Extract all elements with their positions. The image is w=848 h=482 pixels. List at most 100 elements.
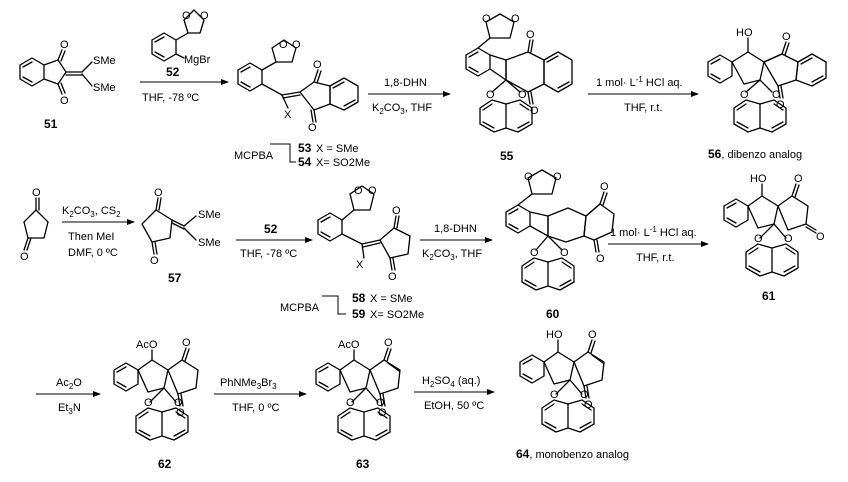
atom-o: O — [279, 39, 288, 51]
atom-o: O — [580, 389, 589, 401]
condition-text: THF, r.t. — [636, 252, 675, 264]
compound-number: 57 — [168, 271, 182, 285]
atom-o: O — [176, 407, 185, 419]
atom-o: O — [60, 39, 69, 51]
compound-64: HO O O O O — [519, 329, 605, 433]
compound-55: O O O O O O — [465, 13, 573, 133]
compound-number: 63 — [356, 457, 370, 471]
compound-56: HO O O O O — [707, 27, 827, 133]
atom-o: O — [313, 59, 322, 71]
atom-o: O — [32, 187, 41, 199]
compound-number: 61 — [762, 289, 776, 303]
atom-o: O — [60, 95, 69, 107]
substituent-label: X = SMe — [316, 143, 359, 155]
atom-o: O — [511, 13, 520, 25]
atom-o: O — [588, 329, 597, 341]
atom-sme: SMe — [93, 55, 116, 67]
reagent-mcpba: MCPBA — [234, 150, 274, 162]
condition-text: THF, r.t. — [624, 102, 663, 114]
atom-o: O — [182, 10, 191, 22]
compound-57: O O SMe SMe — [141, 187, 221, 267]
atom-o: O — [600, 181, 609, 193]
oxidation-arrow — [322, 295, 346, 315]
compound-61: HO O O O O — [723, 173, 825, 277]
atom-o: O — [292, 39, 301, 51]
atom-o: O — [784, 233, 793, 245]
atom-o: O — [596, 253, 605, 265]
atom-mgbr: MgBr — [184, 54, 211, 66]
atom-o: O — [526, 29, 535, 41]
atom-o: O — [308, 122, 317, 134]
atom-sme: SMe — [93, 82, 116, 94]
compound-number: 51 — [44, 117, 58, 131]
atom-o: O — [182, 337, 191, 349]
condition-text: EtOH, 50 ºC — [424, 400, 484, 412]
condition-text: Ac2O — [56, 377, 82, 391]
atom-o: O — [482, 13, 491, 25]
compound-number: 55 — [500, 149, 514, 163]
atom-o: O — [553, 171, 562, 183]
atom-o: O — [20, 251, 29, 263]
compound-51: O O SMe SMe 51 — [19, 39, 116, 131]
atom-o: O — [378, 407, 387, 419]
atom-o: O — [346, 397, 355, 409]
atom-o: O — [772, 89, 781, 101]
cyclopentanedione: O O — [20, 187, 49, 263]
condition-text: Then MeI — [68, 231, 114, 243]
compound-62: AcO O O O O — [113, 337, 199, 441]
compound-number: 54 — [298, 155, 312, 169]
compound-caption: 64, monobenzo analog — [516, 447, 629, 461]
atom-o: O — [794, 173, 803, 185]
compound-caption: 56, dibenzo analog — [708, 147, 802, 161]
atom-o: O — [550, 389, 559, 401]
substituent-label: X = SMe — [370, 293, 413, 305]
atom-x: X — [284, 109, 292, 121]
atom-aco: AcO — [136, 339, 158, 351]
compound-number: 60 — [546, 307, 560, 321]
compound-52: O O MgBr — [151, 9, 211, 66]
oxidation-arrow — [270, 143, 296, 163]
atom-o: O — [584, 399, 593, 411]
condition-text: K2CO3, CS2 — [62, 205, 121, 219]
atom-o: O — [392, 205, 401, 217]
compound-58-59: O O O O X — [317, 185, 411, 283]
condition-text: K2CO3, THF — [422, 248, 482, 262]
condition-text: DMF, 0 ºC — [68, 247, 118, 259]
condition-text: THF, 0 ºC — [232, 402, 279, 414]
atom-o: O — [368, 185, 377, 197]
substituent-label: X= SO2Me — [316, 157, 370, 169]
atom-o: O — [154, 187, 163, 199]
atom-o: O — [174, 397, 183, 409]
atom-o: O — [776, 99, 785, 111]
compound-63: AcO O O O O — [315, 337, 401, 441]
atom-aco: AcO — [338, 339, 360, 351]
condition-text: H2SO4 (aq.) — [422, 375, 480, 389]
condition-text: 1,8-DHN — [434, 223, 477, 235]
condition-text: Et3N — [58, 402, 81, 416]
compound-number: 62 — [158, 457, 172, 471]
condition-text: 1 mol· L-1 HCl aq. — [596, 75, 683, 89]
compound-number: 58 — [352, 291, 366, 305]
atom-o: O — [530, 105, 539, 117]
atom-ho: HO — [736, 27, 753, 39]
atom-sme: SMe — [198, 209, 221, 221]
atom-o: O — [150, 255, 159, 267]
substituent-label: X= SO2Me — [370, 309, 424, 321]
atom-o: O — [816, 231, 825, 243]
atom-x: X — [356, 259, 364, 271]
compound-number: 53 — [298, 141, 312, 155]
atom-o: O — [144, 397, 153, 409]
atom-o: O — [376, 397, 385, 409]
condition-text: K2CO3, THF — [372, 102, 432, 116]
atom-ho: HO — [546, 329, 563, 341]
condition-text: PhNMe3Br3 — [220, 377, 277, 391]
atom-sme: SMe — [198, 237, 221, 249]
atom-o: O — [754, 233, 763, 245]
atom-o: O — [518, 89, 527, 101]
condition-text: 1,8-DHN — [384, 77, 427, 89]
atom-o: O — [524, 171, 533, 183]
reagent-number: 52 — [264, 222, 278, 236]
atom-o: O — [782, 31, 791, 43]
condition-text: 1 mol· L-1 HCl aq. — [610, 225, 697, 239]
